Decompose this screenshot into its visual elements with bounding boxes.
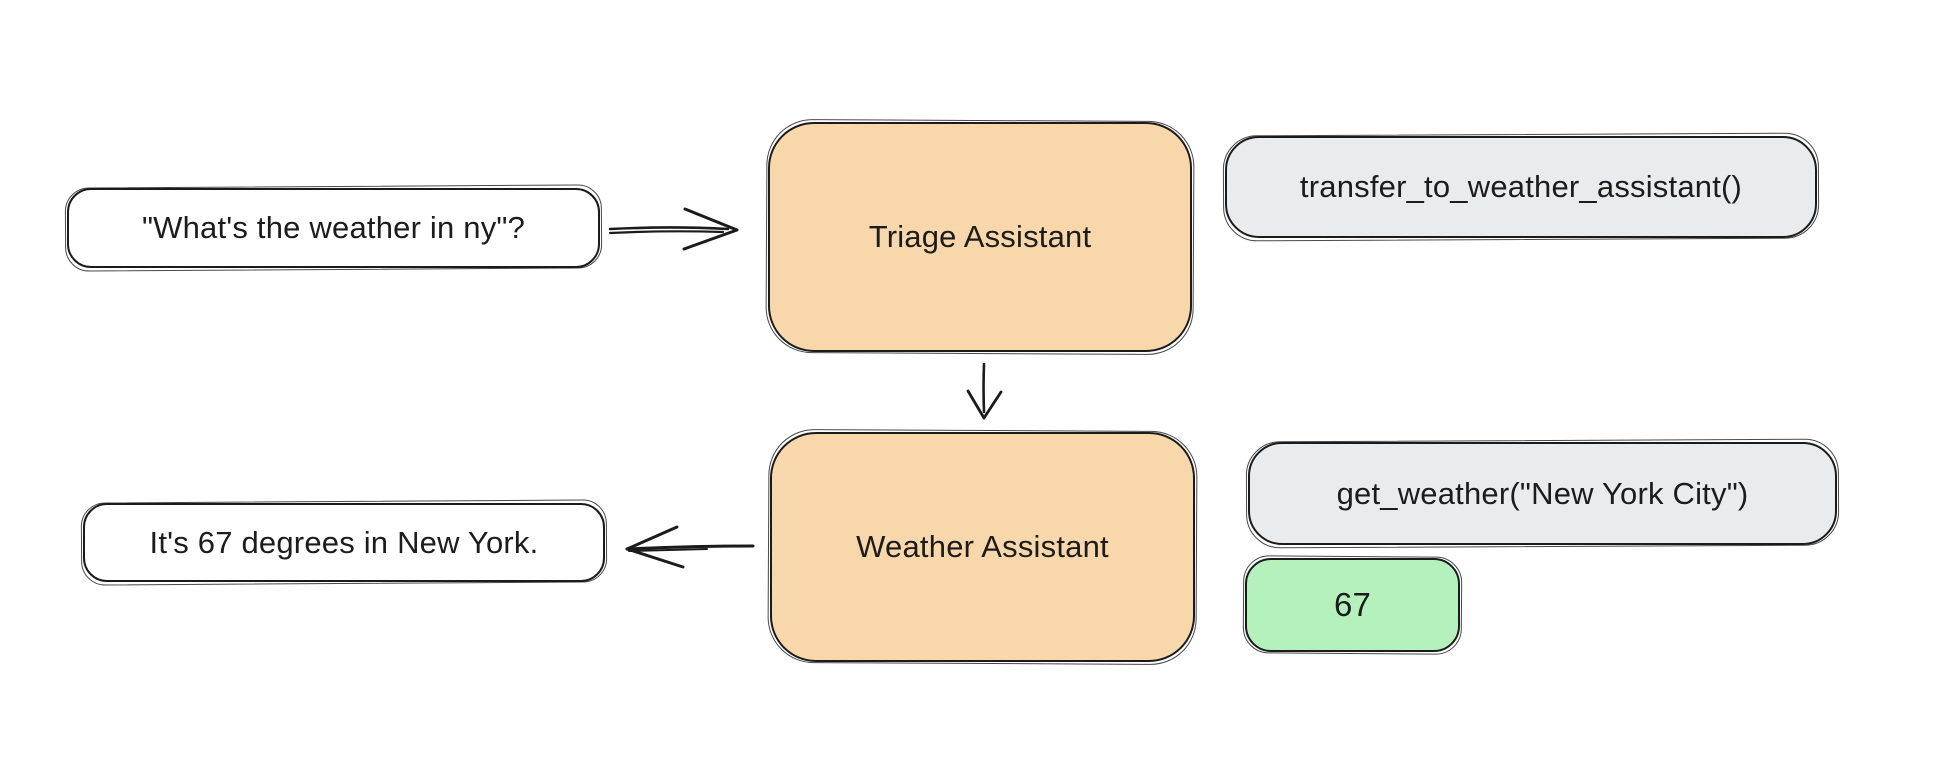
weather-assistant-label: Weather Assistant	[856, 529, 1109, 565]
tool-result-node: 67	[1245, 558, 1460, 652]
get-weather-tool-call-label: get_weather("New York City")	[1336, 475, 1749, 511]
user-query-node: "What's the weather in ny"?	[67, 188, 600, 268]
tool-result-label: 67	[1333, 586, 1372, 624]
transfer-tool-call-node: transfer_to_weather_assistant()	[1225, 136, 1817, 238]
triage-assistant-label: Triage Assistant	[868, 219, 1092, 255]
transfer-tool-call-label: transfer_to_weather_assistant()	[1299, 169, 1743, 205]
user-query-label: "What's the weather in ny"?	[141, 210, 526, 246]
triage-assistant-node: Triage Assistant	[768, 122, 1192, 352]
get-weather-tool-call-node: get_weather("New York City")	[1248, 442, 1837, 545]
assistant-reply-node: It's 67 degrees in New York.	[83, 503, 605, 582]
arrow-down-triage-to-weather-icon	[966, 362, 1003, 420]
arrow-left-weather-to-reply-icon	[625, 525, 755, 569]
weather-assistant-node: Weather Assistant	[770, 432, 1195, 662]
assistant-reply-label: It's 67 degrees in New York.	[149, 524, 539, 560]
arrow-right-user-to-triage-icon	[608, 207, 739, 251]
